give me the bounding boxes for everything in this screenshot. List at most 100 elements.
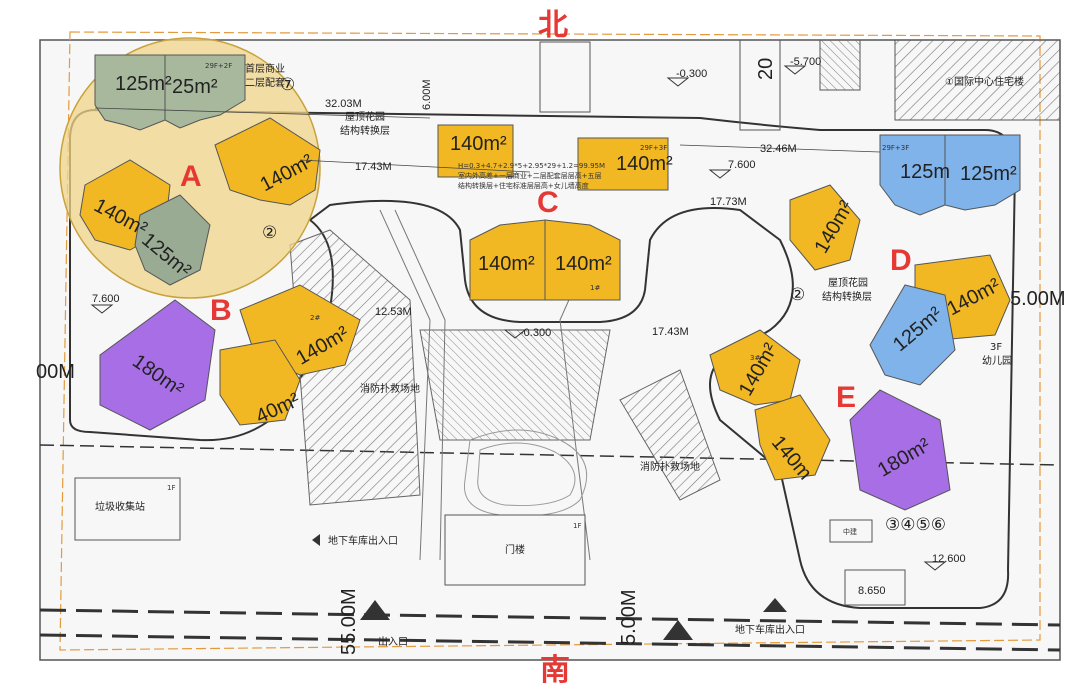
e-unit-bottom: [754, 394, 831, 481]
d-unit-bottom: [869, 284, 956, 386]
label-gatehouse: 门楼: [505, 543, 525, 556]
label-floors-c: 29F+3F: [640, 144, 667, 152]
garage-arrow-1: [312, 534, 320, 546]
level-marker-1: [666, 77, 690, 87]
label-transfer-1: 结构转换层: [340, 124, 390, 137]
dim-5-00-bottom: 5.00M: [618, 589, 640, 645]
c-unit-top-left: [437, 124, 514, 178]
dim-20: 20: [755, 58, 777, 80]
neighbor-building: [894, 39, 1061, 121]
level-neg-0-3-top: -0.300: [676, 68, 707, 80]
label-entrance: 出入口: [378, 635, 408, 648]
label-garbage-floor: 1F: [167, 484, 175, 492]
label-fire-lane-2: 消防扑救场地: [640, 460, 700, 473]
gatehouse: [444, 514, 586, 586]
landscape-2: [477, 442, 576, 507]
dim-line-1: [94, 107, 431, 119]
level-7-6-right: 7.600: [728, 159, 756, 171]
north-label: 北: [538, 8, 568, 43]
area-c-mid-left: 140m²: [478, 253, 535, 275]
c-unit-mid-right: [544, 219, 621, 301]
section-d-label: D: [890, 244, 912, 277]
label-circle-2a: ②: [262, 223, 277, 242]
dim-32-03: 32.03M: [325, 98, 362, 110]
level-7-6-left: 7.600: [92, 293, 120, 305]
label-circle-7: ⑦: [280, 75, 295, 94]
label-retail: 首层商业: [245, 62, 285, 75]
label-c-note-3: 结构转换层+住宅标准层层高+女儿墙高度: [458, 181, 589, 190]
label-garbage: 垃圾收集站: [95, 500, 145, 513]
level-marker-6: [923, 561, 947, 571]
b-unit-purple: [99, 299, 216, 431]
dim-6-00: 6.00M: [421, 79, 433, 110]
label-building-1: 1#: [590, 284, 600, 292]
label-retail2: 二层配套: [245, 76, 285, 89]
label-bottom-nums: ③④⑤⑥: [885, 515, 946, 534]
e-unit-purple: [849, 389, 951, 511]
level-12-6: 12.600: [932, 553, 966, 565]
north-gate-right: [739, 39, 781, 131]
level-8-65: 8.650: [858, 585, 886, 597]
red-line: [59, 31, 1041, 651]
area-c-mid-right: 140m²: [555, 253, 612, 275]
dim-55-00: 55.00M: [338, 588, 360, 655]
label-building-3: 3#: [750, 354, 760, 362]
d-unit-mid: [789, 184, 861, 271]
south-label: 南: [540, 653, 570, 687]
label-floors-d: 29F+3F: [882, 144, 909, 152]
a-unit-top-right: [164, 54, 246, 129]
dim-17-43-b: 17.43M: [652, 326, 689, 338]
dim-00m-left: 00M: [36, 361, 75, 383]
dim-line-2: [299, 159, 531, 173]
road-bottom: [39, 608, 1061, 627]
area-d-top-left: 125m: [900, 161, 950, 183]
area-c-top-left: 140m²: [450, 133, 507, 155]
dim-17-73: 17.73M: [710, 196, 747, 208]
section-a-label: A: [180, 160, 202, 193]
entrance-arrow-left: [360, 600, 390, 620]
landscape: [463, 429, 588, 517]
entrance-arrow-right: [763, 598, 787, 612]
level-neg-5-7: -5.700: [790, 56, 821, 68]
tower-box: [844, 569, 906, 606]
d-unit-top-right: [944, 134, 1021, 211]
elec-box: [829, 519, 873, 543]
label-garage-entry-2: 地下车库出入口: [735, 623, 805, 636]
dim-line-3: [679, 144, 881, 153]
a-unit-mid-right: [214, 117, 321, 206]
label-building-2: 2#: [310, 314, 320, 322]
level-marker-4: [90, 304, 114, 314]
a-unit-bottom: [134, 194, 211, 286]
dim-17-43-a: 17.43M: [355, 161, 392, 173]
level-marker-3: [708, 169, 732, 179]
section-e-label: E: [836, 381, 856, 414]
north-gate-hatch: [819, 39, 861, 91]
entrance-arrow-mid: [663, 620, 693, 640]
level-neg-0-3-center: -0.300: [520, 327, 551, 339]
label-roof-garden-2: 屋顶花园: [828, 276, 868, 289]
fire-lane-right: [619, 369, 721, 501]
area-c-top-right: 140m²: [616, 153, 673, 175]
label-gatehouse-floor: 1F: [573, 522, 581, 530]
dim-32-46: 32.46M: [760, 143, 797, 155]
dim-5-00-right: 5.00M: [1010, 288, 1066, 310]
label-garage-entry-1: 地下车库出入口: [328, 534, 398, 547]
north-gate-left: [539, 41, 591, 113]
label-roof-garden-1: 屋顶花园: [345, 110, 385, 123]
label-fire-lane-1: 消防扑救场地: [360, 382, 420, 395]
label-floors-a: 29F+2F: [205, 62, 232, 70]
level-marker-2: [783, 65, 807, 75]
section-b-label: B: [210, 294, 232, 327]
neighbor-label: ①国际中心住宅楼: [945, 75, 1024, 88]
label-kindergarten-floors: 3F: [990, 342, 1002, 353]
label-circle-2b: ②: [790, 285, 805, 304]
level-marker-5: [503, 329, 527, 339]
road-bottom-2: [39, 633, 1061, 652]
area-a-top-left: 125m²: [115, 73, 172, 95]
area-a-top-right: 25m²: [172, 76, 218, 98]
courtyard: [69, 108, 1017, 609]
label-c-note-1: H=0.3+4.7+2.9*5+2.95*29+1.2=99.95M: [458, 162, 605, 170]
label-c-note-2: 室内外高差+一层商业+二层配套层层高+五层: [458, 171, 602, 180]
area-d-top-right: 125m²: [960, 163, 1017, 185]
